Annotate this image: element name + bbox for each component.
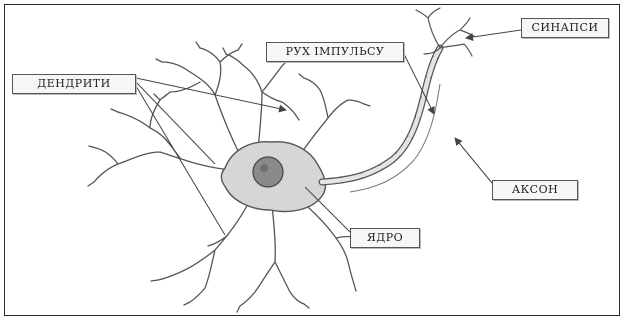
impulse-label: РУХ ІМПУЛЬСУ	[266, 42, 404, 62]
nucleus	[253, 157, 283, 187]
cell-body	[221, 142, 325, 212]
dendrites-label: ДЕНДРИТИ	[12, 74, 136, 94]
axon	[322, 48, 440, 192]
axon-terminals	[416, 8, 474, 56]
axon-label: АКСОН	[492, 180, 578, 200]
synapses-label: СИНАПСИ	[521, 18, 609, 38]
nucleus-label: ЯДРО	[350, 228, 420, 248]
